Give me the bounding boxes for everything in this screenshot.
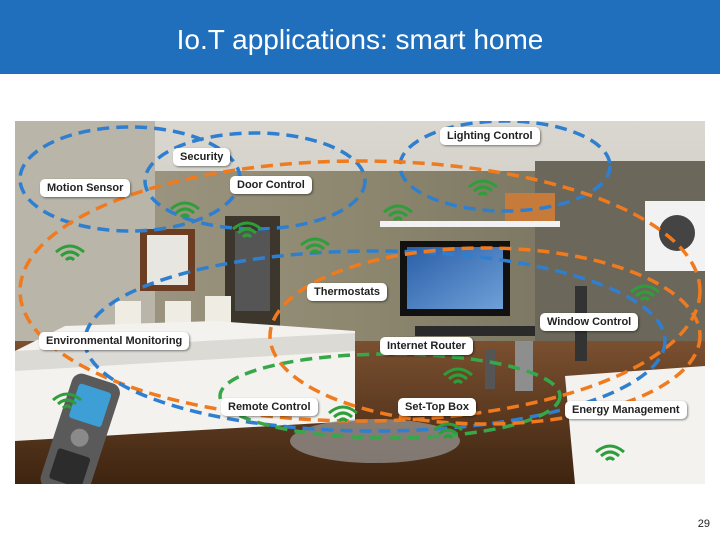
thermostats-label: Thermostats: [307, 283, 387, 301]
smart-home-illustration: Lighting Control Security Motion Sensor …: [15, 121, 705, 484]
slide-title: Io.T applications: smart home: [0, 24, 720, 56]
slide-header: Io.T applications: smart home: [0, 0, 720, 74]
window-control-label: Window Control: [540, 313, 638, 331]
door-control-label: Door Control: [230, 176, 312, 194]
wall-shelf: [380, 221, 560, 227]
trash-can: [515, 341, 533, 391]
remote-control-label: Remote Control: [221, 398, 318, 416]
speaker-small: [485, 349, 495, 389]
environmental-monitoring-label: Environmental Monitoring: [39, 332, 189, 350]
energy-management-label: Energy Management: [565, 401, 687, 419]
white-armchair: [565, 366, 705, 484]
tv-stand: [415, 326, 535, 336]
internet-router-label: Internet Router: [380, 337, 473, 355]
page-number: 29: [698, 518, 710, 530]
security-label: Security: [173, 148, 230, 166]
tv-screen: [407, 247, 503, 309]
lighting-control-label: Lighting Control: [440, 127, 540, 145]
set-top-box-label: Set-Top Box: [398, 398, 476, 416]
fridge: [235, 231, 270, 311]
glass-coffee-table: [290, 419, 460, 463]
motion-sensor-label: Motion Sensor: [40, 179, 130, 197]
right-picture-art: [659, 215, 695, 251]
